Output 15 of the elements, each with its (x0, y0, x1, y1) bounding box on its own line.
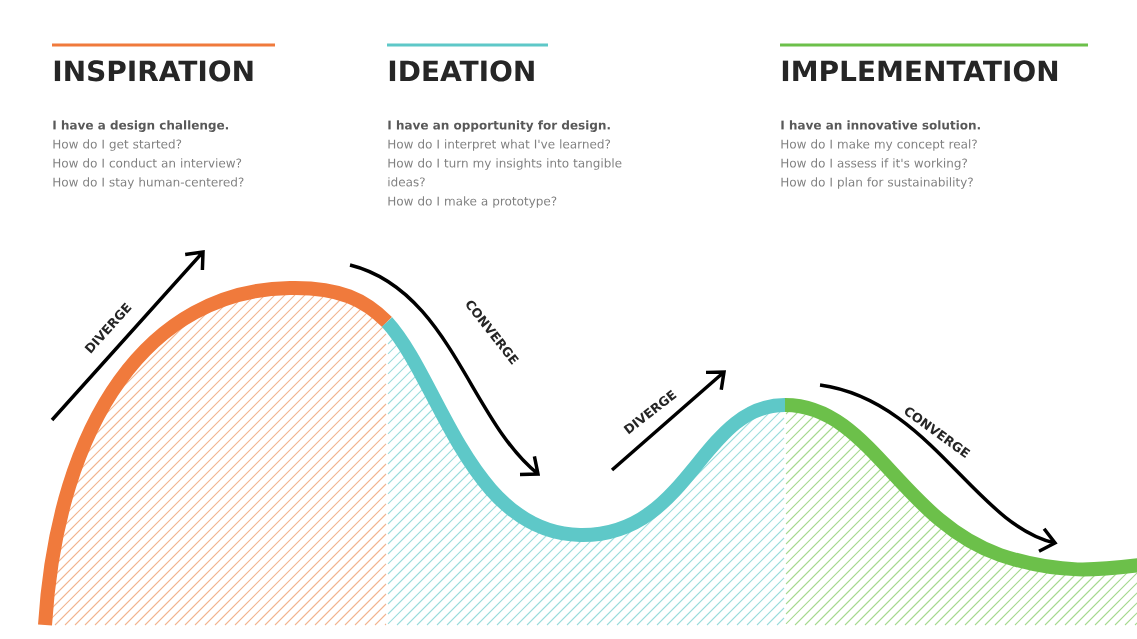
question-text: How do I get started? (53, 139, 182, 151)
section-heading: IMPLEMENTATION (782, 60, 1058, 82)
question-text: How do I plan for sustainability? (781, 177, 973, 189)
section-heading: INSPIRATION (54, 60, 253, 82)
question-text: How do I stay human-centered? (53, 177, 244, 189)
question-text: How do I interpret what I've learned? (388, 139, 611, 151)
question-text: How do I make a prototype? (388, 196, 557, 208)
question-text: How do I make my concept real? (781, 139, 977, 151)
question-text: How do I assess if it's working? (781, 158, 967, 170)
challenge-statement: I have an opportunity for design. (388, 120, 610, 132)
challenge-statement: I have an innovative solution. (781, 120, 980, 130)
section-heading: IDEATION (389, 60, 534, 82)
question-text: How do I conduct an interview? (53, 158, 242, 168)
question-text: How do I turn my insights into tangible ideas? (388, 158, 622, 187)
challenge-statement: I have a design challenge. (53, 120, 228, 132)
